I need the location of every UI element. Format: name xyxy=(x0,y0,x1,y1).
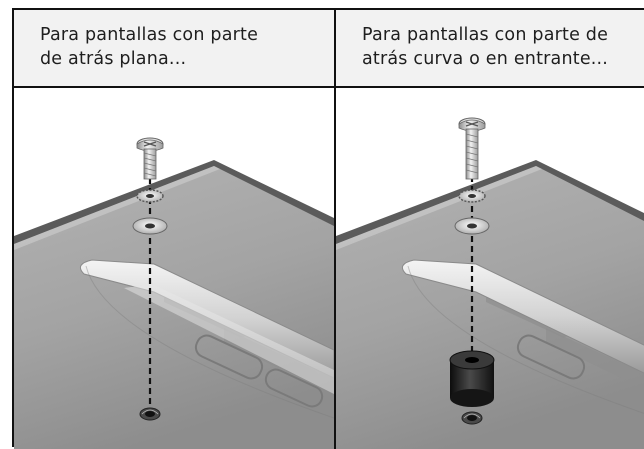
screw-icon xyxy=(458,117,486,180)
caption-curved-back: Para pantallas con parte de atrás curva … xyxy=(362,25,609,69)
rail-upper xyxy=(79,259,334,379)
screw-icon xyxy=(136,137,164,180)
screw-hole-icon xyxy=(461,411,483,425)
panel-divider xyxy=(334,10,336,449)
flat-washer-icon xyxy=(454,217,490,235)
flat-washer-icon xyxy=(132,217,168,235)
mounting-plate xyxy=(336,166,644,449)
flat-back-illustration xyxy=(14,88,334,449)
lock-washer-icon xyxy=(458,189,486,203)
screw-hole-icon xyxy=(139,407,161,421)
curved-back-illustration xyxy=(336,88,644,449)
right-header: Para pantallas con parte de atrás curva … xyxy=(336,10,644,88)
left-header: Para pantallas con parte de atrás plana.… xyxy=(14,10,334,88)
rail-lower xyxy=(124,284,334,394)
spacer-icon xyxy=(449,350,495,407)
caption-flat-back: Para pantallas con parte de atrás plana.… xyxy=(40,25,259,69)
rail-upper xyxy=(401,259,644,374)
lock-washer-icon xyxy=(136,189,164,203)
instruction-frame: Para pantallas con parte de atrás plana.… xyxy=(12,8,644,449)
